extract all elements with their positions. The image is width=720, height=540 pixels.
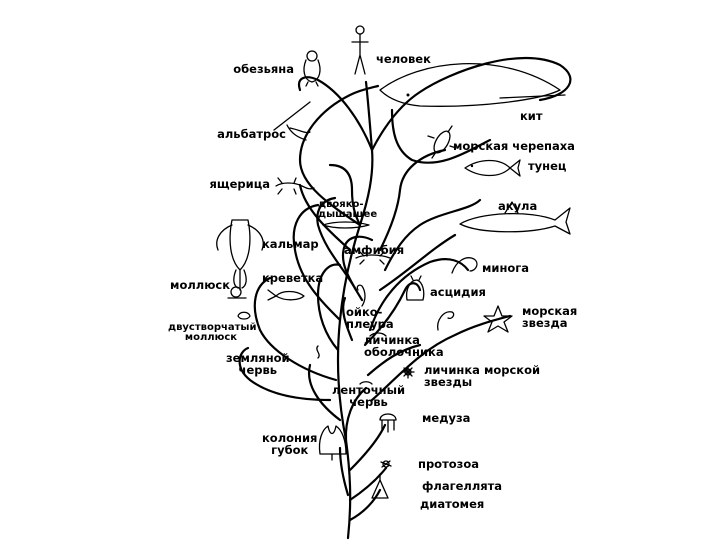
- label-morskaya-zvezda: морская звезда: [522, 305, 577, 329]
- label-oikopleura: ойко- плеура: [346, 306, 394, 330]
- branch-medusa: [350, 425, 385, 470]
- label-akula: акула: [498, 200, 537, 212]
- label-flagellyata: флагеллята: [422, 480, 502, 492]
- label-kit: кит: [520, 110, 543, 122]
- sponge-colony-icon: [319, 426, 346, 460]
- starfish-larva-icon: [438, 312, 454, 330]
- earthworm-icon: [317, 346, 319, 358]
- label-albatros: альбатрос: [200, 128, 286, 140]
- branch-monkey: [299, 77, 372, 150]
- tuna-icon: [465, 160, 520, 176]
- lizard-icon: [276, 178, 314, 194]
- branch-whale: [372, 58, 570, 150]
- label-kalmar: кальмар: [262, 238, 319, 250]
- medusa-icon: [380, 414, 396, 432]
- label-yascheritsa: ящерица: [200, 178, 270, 190]
- human-icon: [352, 26, 368, 74]
- label-tunec: тунец: [528, 160, 566, 172]
- branch-turtle-tuna: [380, 150, 445, 250]
- clam-icon: [238, 312, 250, 319]
- label-chelovek: человек: [376, 53, 431, 65]
- label-mollyusk: моллюск: [170, 279, 230, 291]
- label-diatomeya: диатомея: [420, 498, 484, 510]
- label-obezyana: обезьяна: [228, 63, 294, 75]
- label-lichinka-obolochnika: личинка оболочника: [364, 334, 444, 358]
- label-meduza: медуза: [422, 412, 470, 424]
- label-lentochny-cherv: ленточный червь: [332, 384, 405, 408]
- label-ascidiya: асцидия: [430, 286, 486, 298]
- snail-icon: [228, 287, 246, 298]
- label-lichinka-zvezdy: личинка морской звезды: [424, 364, 540, 388]
- protozoa-icon: [381, 461, 391, 467]
- diatom-icon: [372, 474, 388, 498]
- branch-shark: [385, 200, 480, 270]
- whale-icon: [380, 64, 565, 107]
- label-krevetka: креветка: [262, 272, 323, 284]
- label-cherepaha: морская черепаха: [453, 140, 575, 152]
- ascidian-icon: [407, 276, 424, 300]
- label-dvoyakodyshaschie: двояко- дышащее: [318, 200, 377, 220]
- label-minoga: минога: [482, 262, 529, 274]
- label-protozoa: протозоа: [418, 458, 479, 470]
- shrimp-icon: [268, 290, 304, 300]
- branch-whale-inner: [392, 110, 490, 163]
- label-amfibiya: амфибия: [344, 244, 404, 256]
- label-zemlyanoy-cherv: земляной червь: [226, 352, 290, 376]
- branch-protozoa: [350, 468, 386, 500]
- branch-diatom: [350, 490, 380, 520]
- lungfish-icon: [323, 222, 369, 228]
- label-dvustvorchaty: двустворчатый моллюск: [168, 323, 254, 343]
- label-koloniya-gubok: колония губок: [262, 432, 317, 456]
- larva-star-icon: [402, 366, 414, 378]
